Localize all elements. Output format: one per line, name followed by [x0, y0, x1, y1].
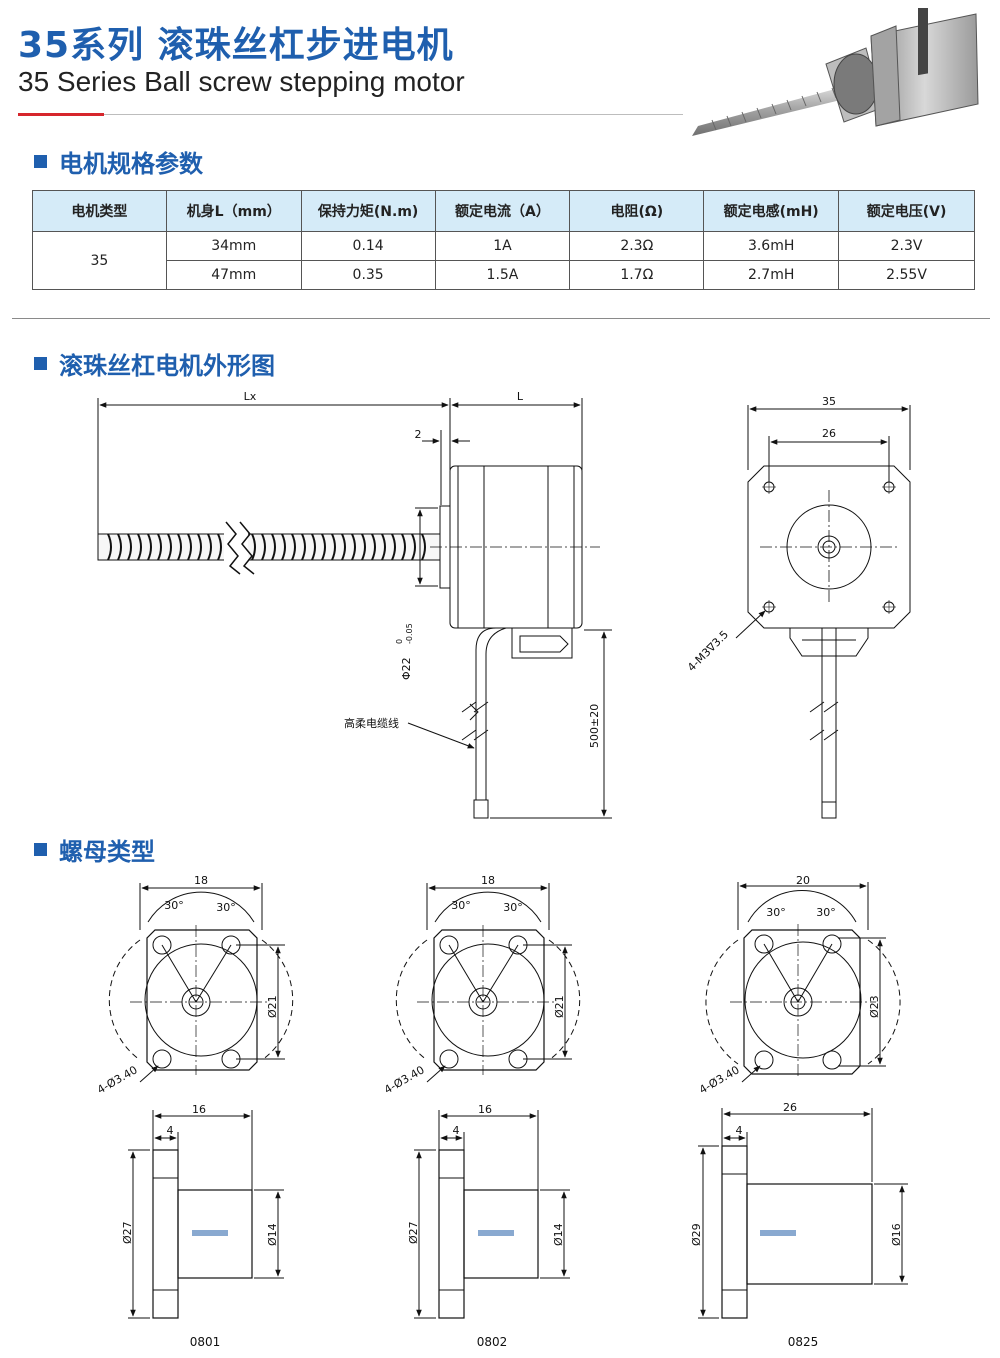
nut-body-dia-label: Ø14 — [552, 1223, 565, 1246]
table-cell: 0.14 — [300, 231, 436, 261]
nut-holes-label: 4-Ø3.40 — [697, 1063, 742, 1096]
nut-0801-front-view — [108, 883, 294, 1083]
front-hole-spacing-label: 26 — [822, 427, 836, 440]
nut-0801-side-view — [128, 1110, 284, 1319]
table-row: 35 34mm 0.14 1A 2.3Ω 3.6mH 2.3V — [32, 231, 975, 290]
shaft-dim-group: Φ22 0 -0.05 — [395, 623, 414, 680]
title-underline — [18, 114, 683, 115]
dim-shaft-tol-lower: -0.05 — [405, 623, 414, 644]
col-inductance: 额定电感(mH) — [703, 190, 840, 232]
table-cell: 2.3V — [838, 231, 975, 261]
table-cell: 1.5A — [434, 260, 571, 290]
nut-angle-label: 30° — [164, 899, 184, 912]
nut-0802-side-view — [414, 1110, 570, 1319]
dim-lx-label: Lx — [244, 390, 257, 403]
cable-length-label: 500±20 — [588, 704, 601, 748]
table-cell: 2.55V — [838, 260, 975, 290]
nut-flange-label: 4 — [167, 1124, 174, 1137]
section-heading-specs: 电机规格参数 — [34, 144, 203, 179]
nut-angle-label: 30° — [503, 901, 523, 914]
motor-side-view — [97, 398, 612, 819]
nut-flange-label: 4 — [736, 1124, 743, 1137]
section-heading-nut-types: 螺母类型 — [34, 832, 155, 867]
section-divider — [12, 318, 990, 319]
nut-flange-dia-label: Ø27 — [121, 1221, 134, 1244]
nut-holes-label: 4-Ø3.40 — [95, 1063, 140, 1096]
nut-model-label: 0801 — [190, 1335, 221, 1349]
page-title: 35系列 滚珠丝杠步进电机 — [18, 25, 454, 66]
motor-type-cell: 35 — [32, 231, 167, 290]
nut-body-dia-label: Ø16 — [890, 1223, 903, 1246]
motor-product-image — [692, 8, 979, 136]
nut-holes-label: 4-Ø3.40 — [382, 1063, 427, 1096]
nut-pcd-label: Ø21 — [266, 995, 279, 1018]
screw-holes-label: 4-M3∇3.5 — [685, 628, 731, 674]
table-row: 47mm 0.35 1.5A 1.7Ω 2.7mH 2.55V — [33, 260, 975, 290]
spec-table: 电机类型 机身L（mm） 保持力矩(N.m) 额定电流（A） 电阻(Ω) 额定电… — [32, 190, 975, 290]
nut-angle-label: 30° — [216, 901, 236, 914]
title-accent-bar — [18, 113, 104, 116]
nut-pcd-label: Ø21 — [553, 995, 566, 1018]
nut-width-label: 18 — [194, 874, 208, 887]
col-rated-current: 额定电流（A） — [434, 190, 571, 232]
nut-model-label: 0825 — [788, 1335, 819, 1349]
nut-flange-label: 4 — [453, 1124, 460, 1137]
nut-flange-dia-label: Ø27 — [407, 1221, 420, 1244]
nut-flange-dia-label: Ø29 — [690, 1223, 703, 1246]
dim-shaft-label: Φ22 — [400, 657, 413, 680]
nut-length-label: 16 — [192, 1103, 206, 1116]
nut-angle-label: 30° — [816, 906, 836, 919]
table-cell: 1.7Ω — [569, 260, 705, 290]
col-body-length: 机身L（mm） — [165, 190, 302, 232]
section-heading-outline: 滚珠丝杠电机外形图 — [34, 346, 275, 381]
nut-0825-side-view — [698, 1108, 908, 1319]
col-resistance: 电阻(Ω) — [569, 190, 705, 232]
section-bullet — [34, 155, 47, 168]
table-cell: 2.3Ω — [569, 231, 705, 261]
col-rated-voltage: 额定电压(V) — [838, 190, 975, 232]
dim-gap-label: 2 — [415, 428, 422, 441]
nut-0825-front-view — [705, 882, 901, 1083]
dim-l-label: L — [517, 390, 524, 403]
nut-angle-label: 30° — [451, 899, 471, 912]
nut-model-label: 0802 — [477, 1335, 508, 1349]
section-bullet — [34, 357, 47, 370]
nut-width-label: 20 — [796, 874, 810, 887]
nut-angle-label: 30° — [766, 906, 786, 919]
table-header-row: 电机类型 机身L（mm） 保持力矩(N.m) 额定电流（A） 电阻(Ω) 额定电… — [32, 190, 975, 232]
front-width-label: 35 — [822, 395, 836, 408]
cable-label: 高柔电缆线 — [344, 716, 399, 730]
page-subtitle: 35 Series Ball screw stepping motor — [18, 66, 465, 97]
nut-length-label: 26 — [783, 1101, 797, 1114]
nut-body-dia-label: Ø14 — [266, 1223, 279, 1246]
table-cell: 3.6mH — [703, 231, 840, 261]
section-bullet — [34, 843, 47, 856]
nut-width-label: 18 — [481, 874, 495, 887]
table-cell: 2.7mH — [703, 260, 840, 290]
dim-shaft-tol-upper: 0 — [395, 639, 404, 644]
col-holding-torque: 保持力矩(N.m) — [300, 190, 436, 232]
motor-front-view — [735, 405, 911, 819]
table-cell: 47mm — [165, 260, 302, 290]
nut-length-label: 16 — [478, 1103, 492, 1116]
nut-0802-front-view — [395, 883, 581, 1083]
nut-pcd-label: Ø23 — [868, 995, 881, 1018]
table-cell: 0.35 — [300, 260, 436, 290]
